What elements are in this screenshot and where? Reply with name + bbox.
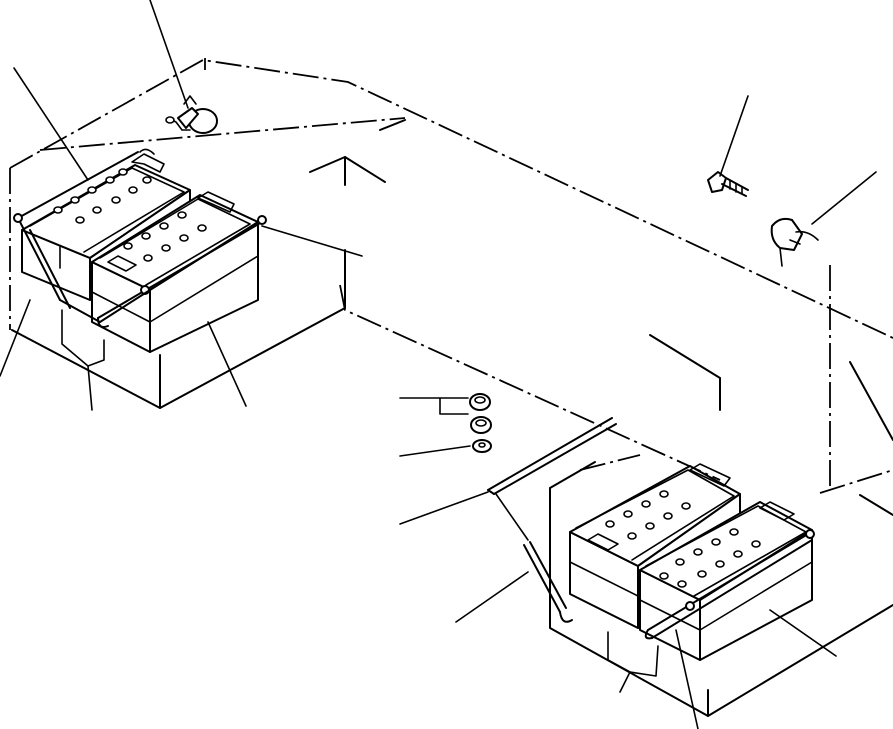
leader-bolt [719, 95, 749, 177]
cable-clamp-icon [770, 217, 819, 267]
battery-right-front [639, 501, 813, 661]
leader-nuts [399, 397, 469, 415]
terminal-caps-right-front [659, 528, 761, 588]
washer-icon [472, 439, 492, 453]
leader-j-bolt [455, 571, 529, 623]
leader-rod [399, 491, 489, 525]
terminal-caps-left-rear [53, 168, 152, 224]
right-hold-down-bar [644, 529, 815, 640]
battery-left-front [91, 191, 259, 353]
leader-washer [399, 445, 471, 457]
platform-base [11, 119, 893, 717]
j-bolt-icon [495, 493, 573, 623]
frame-outline [9, 58, 893, 494]
bolt-icon [707, 171, 749, 197]
left-hold-down-bar [13, 151, 267, 328]
leader-left-battery-pair [61, 309, 93, 411]
relay-icon [165, 95, 218, 134]
leader-right-battery [769, 609, 837, 657]
nut-icon [469, 393, 491, 411]
leader-left-rod [261, 225, 363, 257]
terminal-caps-right-rear [605, 490, 691, 540]
nut-icon [470, 416, 492, 434]
leader-relay [149, 0, 189, 109]
leader-cable-clamp [811, 171, 877, 225]
leader-left-battery [207, 321, 247, 407]
hold-down-rod [487, 417, 617, 495]
terminal-caps-left-front [123, 211, 207, 262]
leader-right-battery-pair [607, 631, 631, 693]
leader-left-hold-bar [13, 67, 89, 181]
leader-left-clamp [0, 299, 31, 377]
leader-right-clamp [675, 629, 699, 729]
